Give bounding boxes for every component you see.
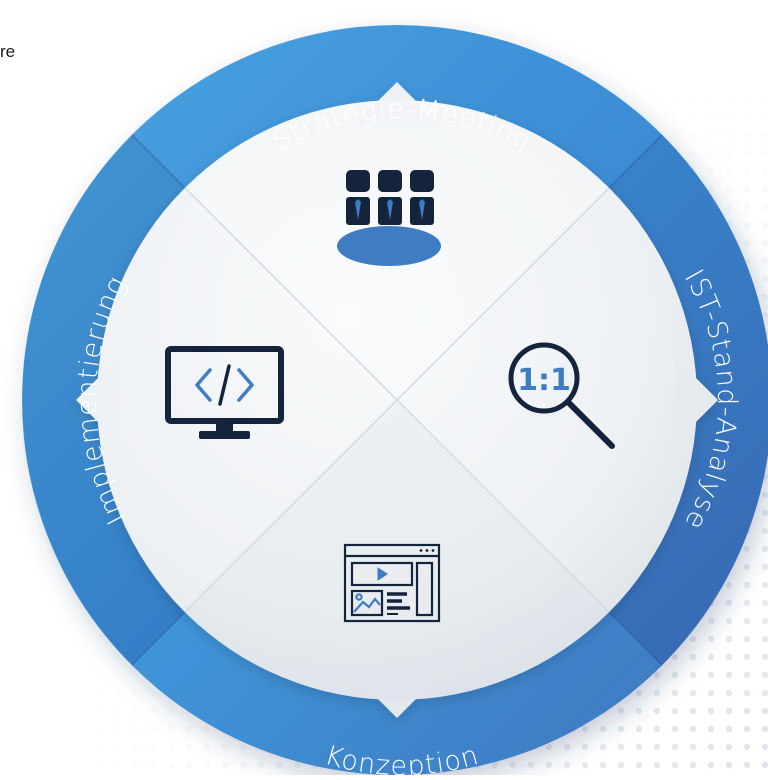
center-divider [396, 399, 610, 613]
magnifier-ratio-text: 1:1 [517, 363, 571, 398]
magnifier-icon: 1:1 [508, 342, 615, 449]
meeting-icon [337, 170, 441, 266]
wireframe-icon [343, 543, 441, 623]
center-divider [184, 187, 398, 401]
quadrant-bottom [185, 400, 609, 700]
corner-text-fragment: re [0, 42, 16, 61]
center-divider [184, 399, 398, 613]
code-monitor-icon [165, 346, 284, 439]
center-divider [396, 187, 610, 401]
